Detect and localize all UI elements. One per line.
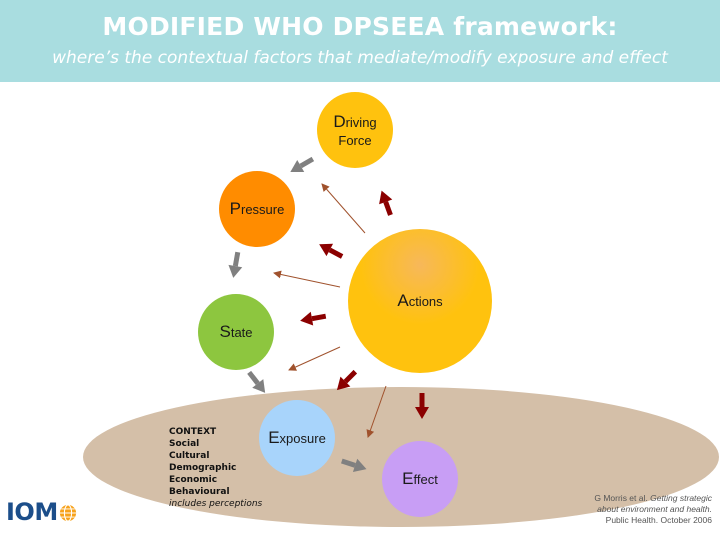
driving-force-label: Driving Force	[317, 92, 393, 168]
exposure-rest: xposure	[279, 431, 326, 447]
exposure-cap: E	[268, 428, 280, 448]
logo-text: IOM	[6, 498, 58, 526]
red-arrow-to-effect	[415, 393, 429, 419]
driving-force-cap: D	[333, 112, 346, 132]
context-title: CONTEXT	[169, 427, 217, 437]
actions-circle	[348, 229, 492, 373]
state-label: State	[198, 294, 274, 370]
context-list: CONTEXT Social Cultural Demographic Econ…	[169, 426, 262, 510]
pressure-rest: ressure	[240, 202, 285, 218]
slide-subtitle: where’s the contextual factors that medi…	[52, 48, 668, 68]
context-item: Economic	[169, 475, 218, 485]
slide-title: MODIFIED WHO DPSEEA framework:	[102, 12, 618, 41]
citation-title: Getting strategic about environment and …	[597, 493, 712, 514]
actions-cap: A	[397, 291, 409, 311]
citation: G Morris et al. Getting strategic about …	[572, 493, 712, 526]
red-arrow-to-pressure	[319, 243, 344, 259]
grey-arrow-pressure-to-state	[228, 251, 243, 278]
iom-logo: IOM	[6, 498, 77, 526]
driving-force-rest: riving	[345, 115, 377, 131]
pressure-cap: P	[229, 199, 241, 219]
grey-arrow-exposure-to-effect	[341, 458, 367, 473]
context-item: Behavioural	[169, 487, 230, 497]
state-circle	[198, 294, 274, 370]
red-arrow-to-state	[300, 311, 327, 326]
effect-circle	[382, 441, 458, 517]
exposure-circle	[259, 400, 335, 476]
thin-arrow-to-context	[366, 385, 387, 438]
citation-journal: Public Health.	[605, 515, 659, 525]
citation-author: G Morris et al.	[594, 493, 648, 503]
grey-arrow-state-to-exposure	[247, 370, 266, 393]
effect-rest: ffect	[413, 472, 438, 488]
header-banner: MODIFIED WHO DPSEEA framework: where’s t…	[0, 0, 720, 82]
state-rest: tate	[230, 325, 253, 341]
thin-arrow-to-state	[288, 346, 341, 371]
grey-arrow-driving-to-pressure	[290, 156, 315, 173]
exposure-label: Exposure	[259, 400, 335, 476]
thin-arrow-to-driving-force	[321, 183, 366, 234]
citation-date: October 2006	[660, 515, 712, 525]
context-note: includes perceptions	[169, 499, 263, 509]
actions-label: Actions	[348, 229, 492, 373]
pressure-label: Pressure	[219, 171, 295, 247]
effect-cap: E	[402, 469, 414, 489]
pressure-circle	[219, 171, 295, 247]
context-item: Demographic	[169, 463, 237, 473]
red-arrow-to-exposure	[336, 369, 358, 391]
driving-force-circle	[317, 92, 393, 168]
driving-force-line2: Force	[338, 132, 372, 148]
context-item: Cultural	[169, 451, 210, 461]
red-arrow-to-driving-force	[379, 190, 393, 216]
effect-label: Effect	[382, 441, 458, 517]
context-item: Social	[169, 439, 200, 449]
thin-arrow-to-pressure	[273, 270, 341, 288]
actions-rest: ctions	[408, 294, 443, 310]
globe-icon	[59, 504, 76, 522]
state-cap: S	[219, 322, 231, 342]
